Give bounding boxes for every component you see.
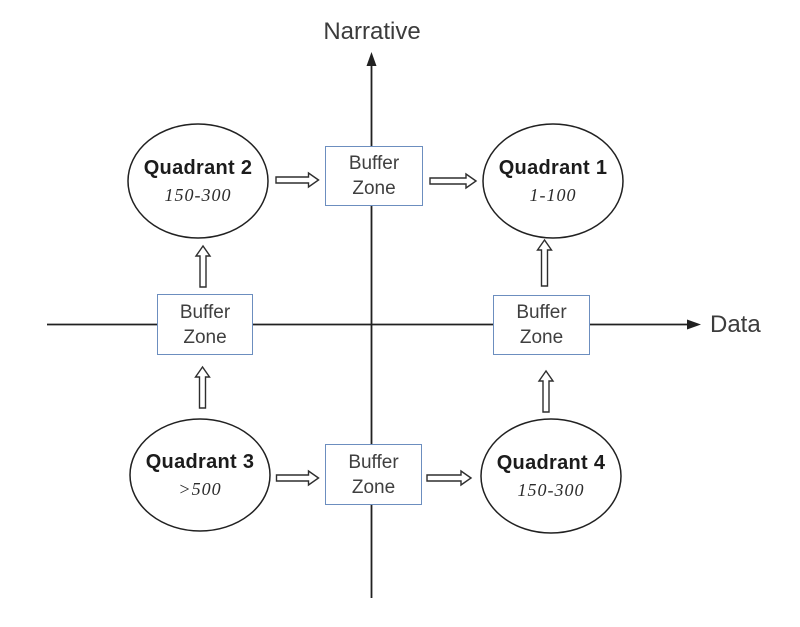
buffer-zone-box-bottom: Buffer Zone [325,444,422,505]
quadrant-2-range: 150-300 [164,185,232,205]
arrow-right-buffer-to-q1-icon [536,238,553,287]
arrow-q2-to-top-buffer-icon [275,171,320,189]
ellipse-quadrant-3 [129,418,271,532]
arrow-q3-to-bottom-buffer-icon [275,469,320,487]
buffer-zone-box-left: Buffer Zone [157,294,253,355]
quadrant-4-range: 150-300 [517,480,585,500]
ellipse-quadrant-1 [482,123,624,239]
vertical-axis-arrowhead-icon [366,52,377,66]
buffer-zone-label-line1: Buffer [179,301,231,323]
quadrant-3-range: >500 [178,479,222,499]
buffer-zone-box-right: Buffer Zone [493,295,590,355]
quadrant-1-title: Quadrant 1 [498,157,608,179]
horizontal-axis-label: Data [710,311,761,338]
arrow-q4-to-right-buffer-icon [537,369,555,413]
vertical-axis-label: Narrative [323,18,421,45]
arrow-top-buffer-to-q1-icon [429,172,478,190]
arrow-bottom-buffer-to-q4-icon [426,469,473,487]
ellipse-quadrant-4 [480,418,622,534]
horizontal-axis-arrowhead-icon [687,319,701,330]
quadrant-4-title: Quadrant 4 [496,452,606,474]
buffer-zone-box-top: Buffer Zone [325,146,423,206]
quadrant-2-title: Quadrant 2 [143,157,253,179]
arrow-left-buffer-to-q2-icon [194,244,212,288]
arrow-q3-to-left-buffer-icon [194,365,211,409]
ellipse-quadrant-2 [127,123,269,239]
quadrant-1-label: Quadrant 1 1-100 [478,155,628,207]
buffer-zone-label-line2: Zone [519,327,564,348]
quadrant-1-range: 1-100 [529,185,577,205]
buffer-zone-label-line1: Buffer [348,451,399,473]
quadrant-4-label: Quadrant 4 150-300 [476,450,626,502]
quadrant-2-label: Quadrant 2 150-300 [123,155,273,207]
quadrant-3-label: Quadrant 3 >500 [125,449,275,501]
buffer-zone-label-line2: Zone [352,178,396,199]
buffer-zone-label-line2: Zone [183,326,227,348]
buffer-zone-label-line1: Buffer [348,153,400,174]
buffer-zone-label-line1: Buffer [516,302,567,323]
buffer-zone-label-line2: Zone [351,476,396,498]
quadrant-3-title: Quadrant 3 [145,451,255,473]
